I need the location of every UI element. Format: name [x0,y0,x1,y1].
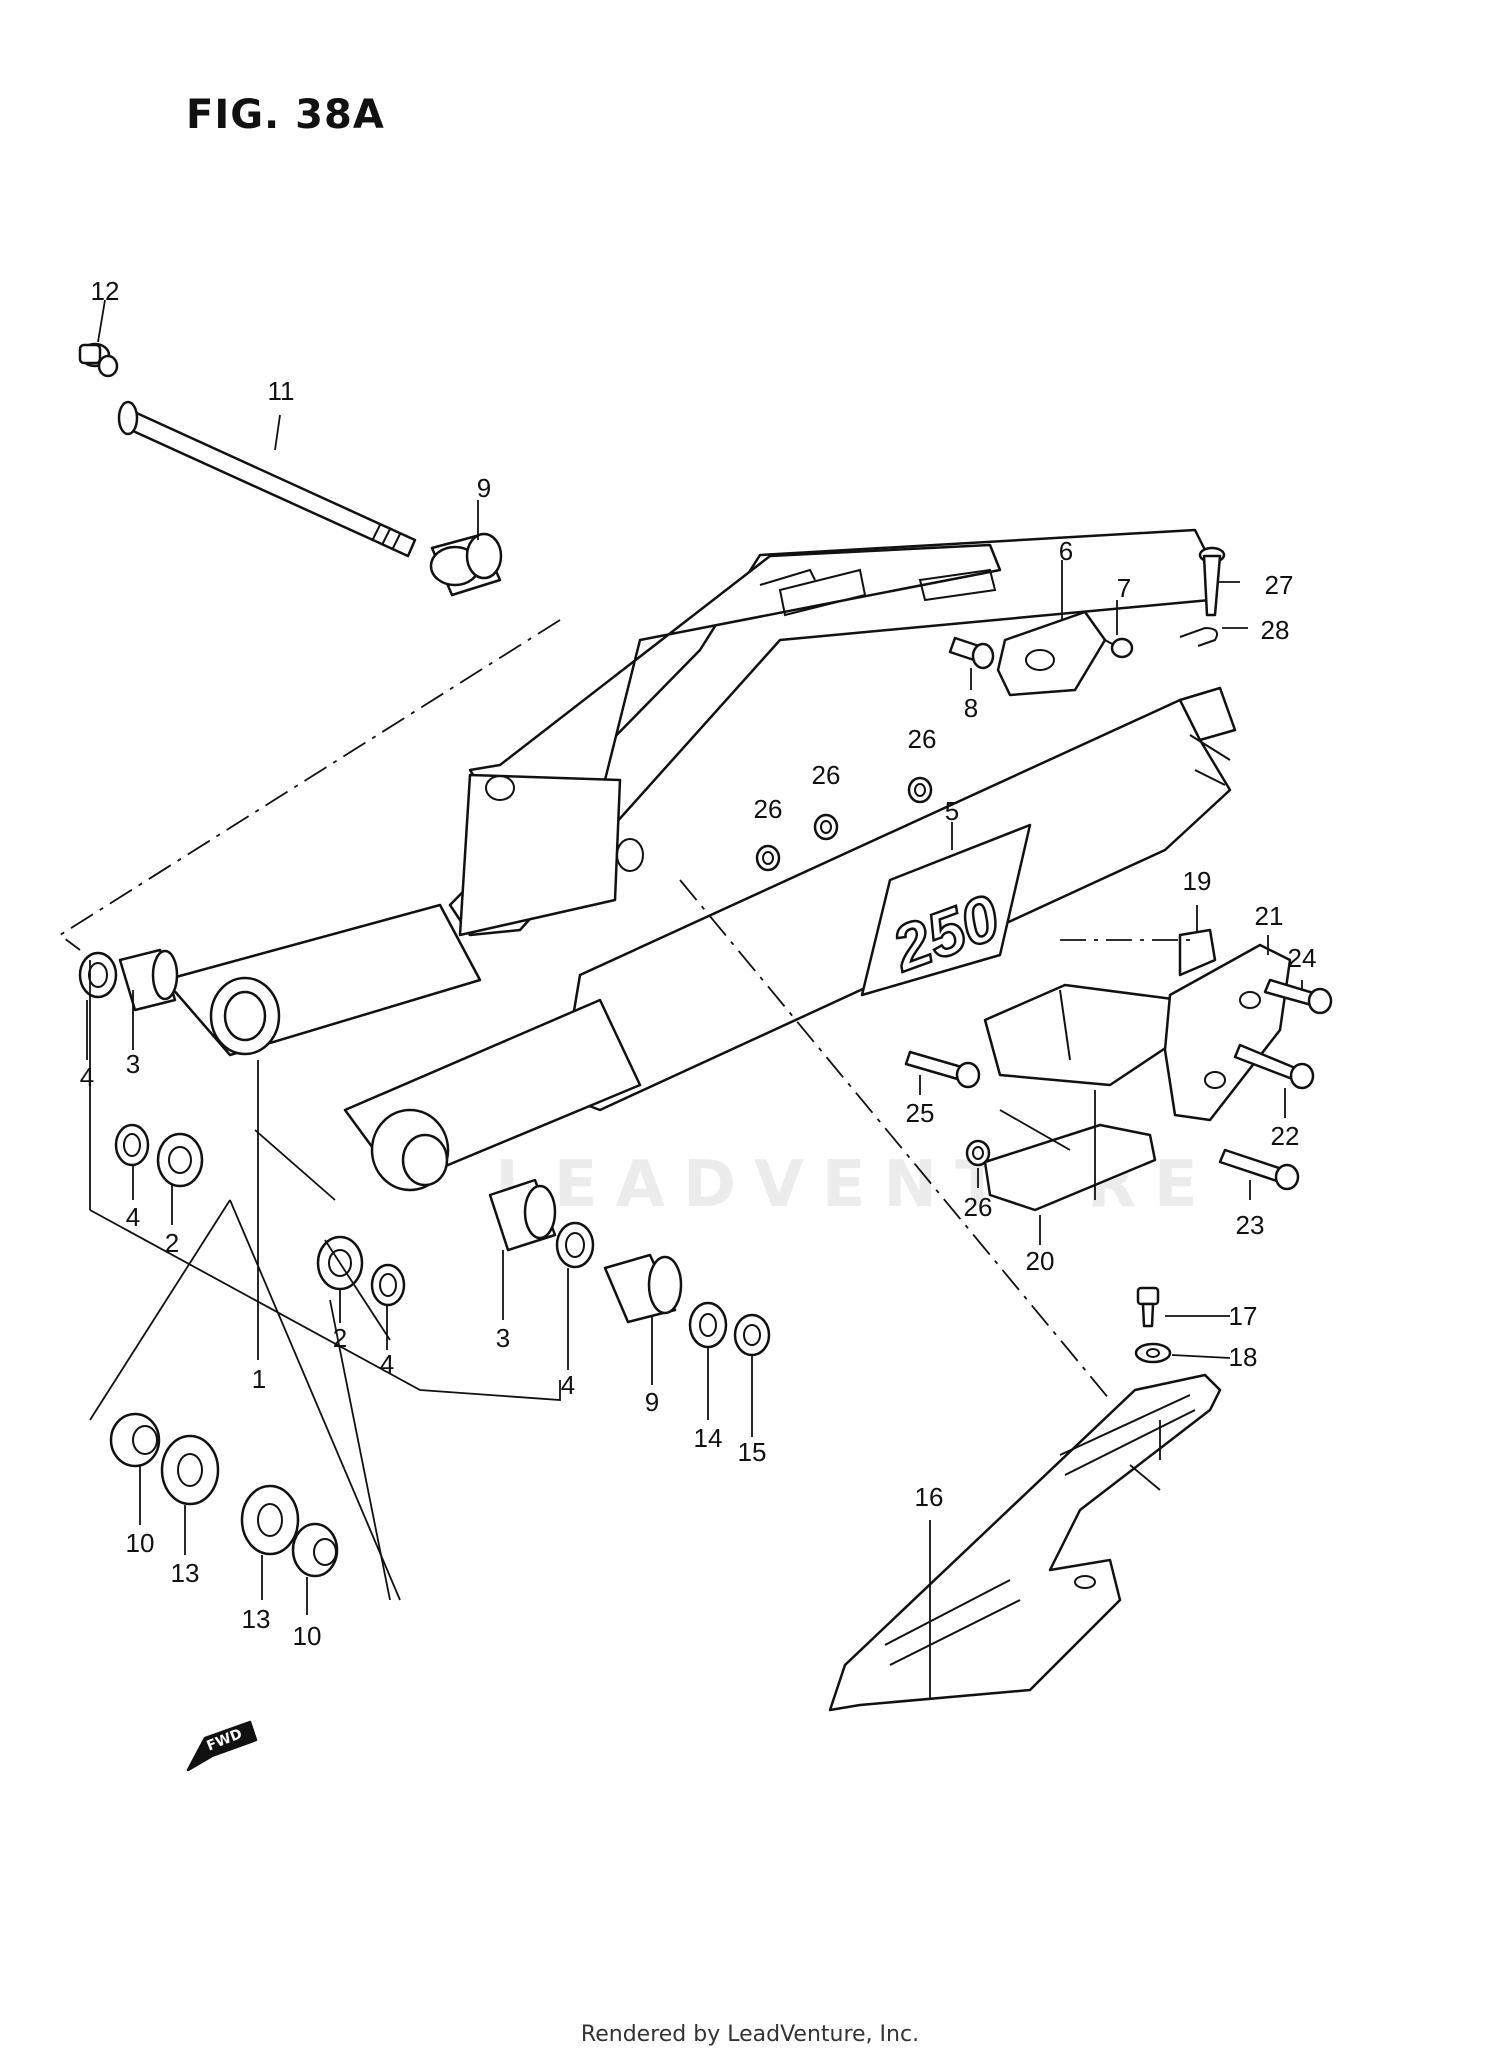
bolt-25[interactable] [904,1050,981,1089]
swingarm-axle[interactable] [117,400,417,558]
callout-21: 21 [1255,901,1284,931]
callout-3-b: 3 [496,1323,510,1353]
collar-2-left[interactable] [156,1132,204,1188]
chain-slider[interactable] [828,1373,1222,1712]
callout-6: 6 [1059,536,1073,566]
washer-14[interactable] [688,1301,728,1349]
spacer-9-lower[interactable] [603,1253,683,1324]
callout-5: 5 [945,796,959,826]
bracket-19[interactable] [1178,928,1217,977]
screw-7[interactable] [1104,637,1134,659]
clip-28[interactable] [1179,626,1218,647]
figure-title: FIG. 38A [186,92,385,138]
callout-11: 11 [268,376,295,406]
bolt-8[interactable] [948,636,995,670]
callout-4-c: 4 [380,1349,394,1379]
bearing-3-right[interactable] [488,1178,557,1252]
callout-labels: 12 11 9 6 7 27 28 8 26 26 26 5 19 21 24 … [80,276,1317,1651]
footer-credit: Rendered by LeadVenture, Inc. [580,2022,920,2047]
callout-17: 17 [1229,1301,1258,1331]
nut-26-b[interactable] [813,813,839,841]
seal-4-right[interactable] [370,1263,406,1307]
callout-9: 9 [477,473,491,503]
bolt-17[interactable] [1136,1286,1160,1328]
callout-26-c: 26 [908,724,937,754]
callout-13-b: 13 [242,1604,271,1634]
bolt-23[interactable] [1218,1148,1300,1191]
leader-lines [86,299,1303,1700]
callout-20: 20 [1026,1246,1055,1276]
seal-13-left[interactable] [160,1434,220,1506]
callout-27: 27 [1265,570,1294,600]
callout-7: 7 [1117,573,1131,603]
seal-13-right[interactable] [240,1484,300,1556]
callout-18: 18 [1229,1342,1258,1372]
callout-26-a: 26 [754,794,783,824]
callout-3-a: 3 [126,1049,140,1079]
callout-25: 25 [906,1098,935,1128]
pin-27[interactable] [1198,546,1226,617]
nut-26-a[interactable] [755,844,781,872]
callout-4-a: 4 [80,1062,94,1092]
bushing-10-right[interactable] [291,1522,339,1578]
bolt-24[interactable] [1263,978,1333,1015]
callout-4-d: 4 [561,1370,575,1400]
callout-2-a: 2 [165,1228,179,1258]
callout-28: 28 [1261,615,1290,645]
bearing-3-left[interactable] [118,948,179,1012]
callout-10-b: 10 [293,1621,322,1651]
spacer-top[interactable] [429,532,503,597]
callout-14: 14 [694,1423,723,1453]
callout-19: 19 [1183,866,1212,896]
callout-13-a: 13 [171,1558,200,1588]
callout-9-b: 9 [645,1387,659,1417]
seal-4-mid[interactable] [114,1123,150,1167]
nut-26-d[interactable] [965,1139,991,1167]
callout-1: 1 [252,1364,266,1394]
callout-22: 22 [1271,1121,1300,1151]
callout-10-a: 10 [126,1528,155,1558]
callout-12: 12 [91,276,120,306]
washer-18[interactable] [1134,1342,1172,1364]
chain-adjuster-plate[interactable] [996,610,1107,697]
callout-15: 15 [738,1437,767,1467]
guide-support-21[interactable] [1163,943,1292,1122]
callout-24: 24 [1288,943,1317,973]
nut-15[interactable] [733,1313,771,1357]
forward-direction-badge: FWD [186,1720,258,1772]
callout-26-d: 26 [964,1192,993,1222]
callout-2-b: 2 [333,1323,347,1353]
callout-16: 16 [915,1482,944,1512]
callout-26-b: 26 [812,760,841,790]
seal-4-lower[interactable] [555,1221,595,1269]
nut-26-c[interactable] [907,776,933,804]
seal-4-left[interactable] [78,951,118,999]
callout-8: 8 [964,693,978,723]
chain-guide-block[interactable] [983,983,1187,1087]
callout-4-b: 4 [126,1202,140,1232]
axle-nut[interactable] [78,342,119,378]
chain-guide-20[interactable] [983,1123,1157,1212]
bushing-10-left[interactable] [109,1412,161,1468]
callout-23: 23 [1236,1210,1265,1240]
bolt-22[interactable] [1233,1043,1315,1090]
